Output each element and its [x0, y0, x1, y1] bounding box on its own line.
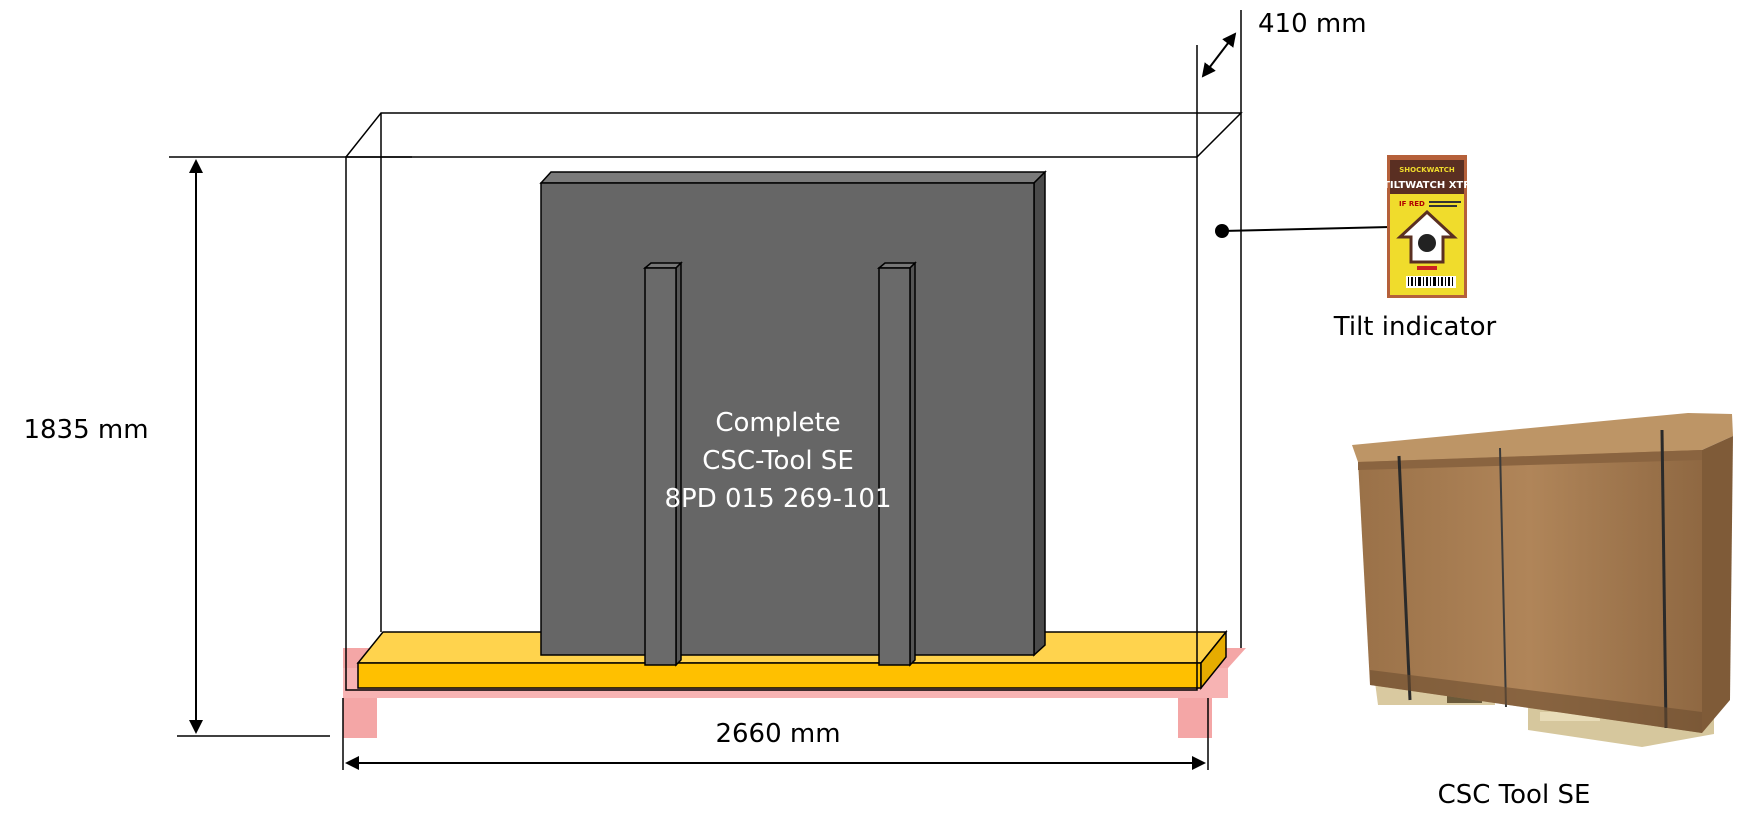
- tilt-indicator-caption: Tilt indicator: [1333, 312, 1497, 342]
- product-label-line3: 8PD 015 269-101: [664, 484, 891, 514]
- width-dimension: 2660 mm: [342, 698, 1209, 770]
- product-label: Complete CSC-Tool SE 8PD 015 269-101: [664, 408, 891, 514]
- support-bar-left: [642, 261, 683, 667]
- height-dimension: 1835 mm: [23, 156, 412, 737]
- photo-caption: CSC Tool SE: [1438, 780, 1591, 810]
- tilt-indicator-pointer: [1215, 224, 1391, 238]
- tilt-indicator-icon: SHOCKWATCH TILTWATCH XTR IF RED: [1383, 155, 1471, 298]
- tilt-indicator-brand: SHOCKWATCH: [1399, 166, 1455, 174]
- depth-dimension: 410 mm: [1196, 9, 1367, 157]
- packaging-box-outline: [345, 112, 1243, 691]
- depth-value: 410 mm: [1258, 9, 1367, 39]
- height-value: 1835 mm: [23, 415, 148, 445]
- product-label-line2: CSC-Tool SE: [702, 446, 854, 476]
- tool-body: [539, 170, 1047, 657]
- tilt-indicator-model: TILTWATCH XTR: [1383, 180, 1471, 191]
- pallet-foot-left: [343, 698, 377, 738]
- tilt-indicator-warning: IF RED: [1399, 200, 1425, 208]
- pallet-foot-right: [1178, 698, 1212, 738]
- cardboard-box-photo: [1352, 413, 1733, 747]
- width-value: 2660 mm: [715, 719, 840, 749]
- support-bar-right: [876, 261, 917, 667]
- product-label-line1: Complete: [715, 408, 840, 438]
